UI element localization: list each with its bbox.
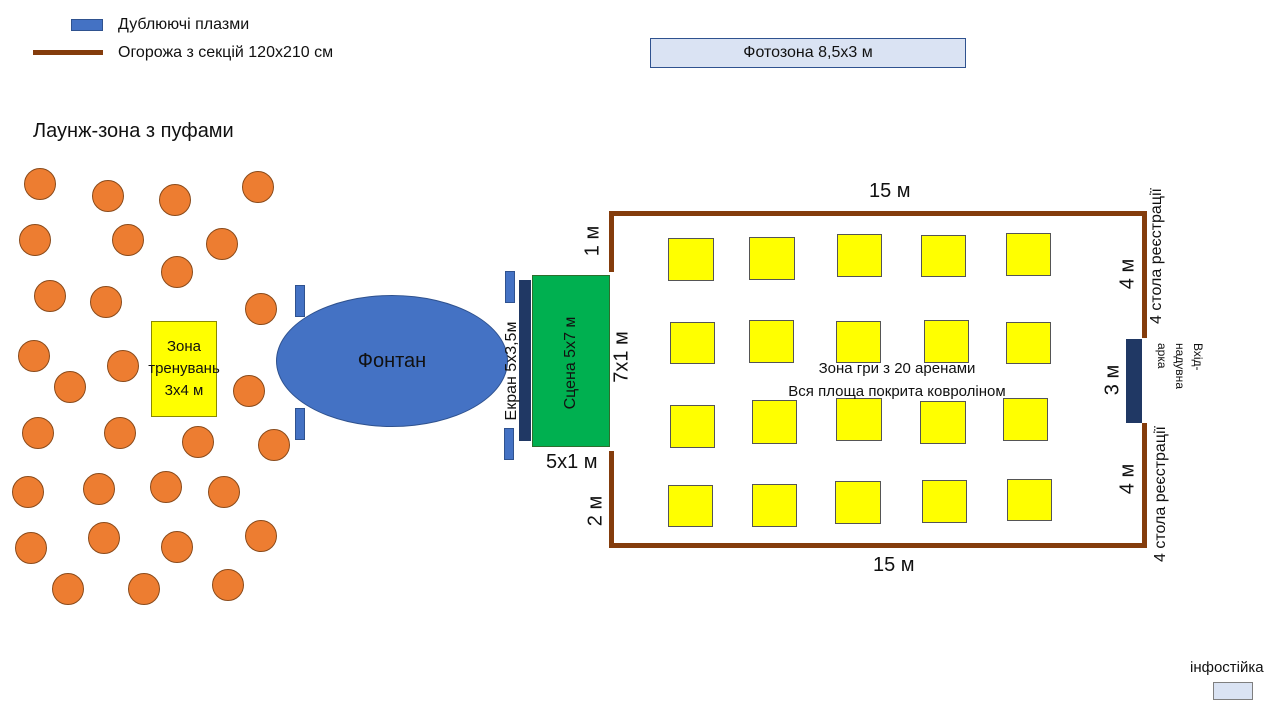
- fountain: Фонтан: [276, 295, 508, 427]
- training-zone-line1: Зона: [166, 338, 202, 356]
- plasma-legend-label: Дублюючі плазми: [118, 16, 250, 33]
- pouf: [34, 280, 66, 312]
- entrance-line1: Вхід-: [1191, 343, 1205, 371]
- registration-top-label: 4 стола реєстрації: [1148, 188, 1165, 324]
- arena: [1006, 322, 1051, 364]
- stage-size-right: 7х1 м: [610, 331, 633, 383]
- dimension-left-top: 1 м: [581, 225, 604, 257]
- arena: [837, 234, 882, 277]
- pouf: [159, 184, 191, 216]
- pouf: [83, 473, 115, 505]
- plasma-screen: [505, 271, 515, 303]
- arena: [752, 484, 797, 527]
- pouf: [242, 171, 274, 203]
- fence-right-top: [1142, 211, 1147, 338]
- pouf: [104, 417, 136, 449]
- training-zone-line3: 3х4 м: [164, 381, 204, 399]
- pouf: [19, 224, 51, 256]
- pouf: [92, 180, 124, 212]
- pouf: [128, 573, 160, 605]
- pouf: [233, 375, 265, 407]
- pouf: [161, 256, 193, 288]
- pouf: [54, 371, 86, 403]
- fountain-label: Фонтан: [357, 349, 427, 372]
- main-screen: [519, 280, 531, 441]
- dimension-right-bottom: 4 м: [1116, 463, 1139, 495]
- arena: [921, 235, 966, 277]
- photo-zone: Фотозона 8,5х3 м: [650, 38, 966, 68]
- pouf: [22, 417, 54, 449]
- arena: [1007, 479, 1052, 521]
- fence-left-top: [609, 211, 614, 272]
- training-zone: Зона тренувань 3х4 м: [148, 321, 220, 417]
- dimension-top: 15 м: [869, 180, 911, 202]
- pouf: [52, 573, 84, 605]
- fence-legend-swatch: [33, 50, 103, 55]
- arena: [836, 398, 882, 441]
- stage-size-bottom: 5х1 м: [546, 451, 598, 473]
- pouf: [161, 531, 193, 563]
- plasma-screen: [295, 408, 305, 440]
- registration-bottom-label: 4 стола реєстрації: [1152, 426, 1169, 562]
- lounge-zone-title: Лаунж-зона з пуфами: [33, 120, 234, 142]
- pouf: [88, 522, 120, 554]
- dimension-bottom: 15 м: [873, 554, 915, 576]
- pouf: [150, 471, 182, 503]
- arena: [668, 485, 713, 527]
- dimension-right-top: 4 м: [1116, 258, 1139, 290]
- fence-left-bottom: [609, 451, 614, 548]
- pouf: [212, 569, 244, 601]
- pouf: [24, 168, 56, 200]
- plasma-screen: [295, 285, 305, 317]
- pouf: [258, 429, 290, 461]
- game-zone-label: Зона гри з 20 аренами Вся площа покрита …: [752, 358, 1042, 403]
- plasma-screen: [504, 428, 514, 460]
- arena: [836, 321, 881, 363]
- training-zone-line2: тренувань: [148, 360, 220, 378]
- stage: [532, 275, 610, 447]
- plasma-legend-swatch: [71, 19, 103, 31]
- photo-zone-label: Фотозона 8,5х3 м: [743, 44, 873, 61]
- info-stand-label: інфостійка: [1190, 659, 1264, 676]
- pouf: [90, 286, 122, 318]
- arena: [749, 237, 795, 280]
- fence-legend-label: Огорожа з секцій 120х210 см: [118, 44, 334, 61]
- arena: [835, 481, 881, 524]
- pouf: [112, 224, 144, 256]
- arena: [922, 480, 967, 523]
- game-zone-line2: Вся площа покрита ковроліном: [788, 382, 1006, 400]
- dimension-right-middle: 3 м: [1101, 364, 1124, 396]
- fence-right-bottom: [1142, 423, 1147, 548]
- pouf: [107, 350, 139, 382]
- arena: [670, 322, 715, 364]
- arena: [749, 320, 794, 363]
- entrance-line3: арка: [1155, 343, 1169, 369]
- arena: [752, 400, 797, 444]
- pouf: [182, 426, 214, 458]
- game-zone-line1: Зона гри з 20 аренами: [818, 360, 976, 377]
- entrance-line2: надувна: [1173, 343, 1187, 389]
- pouf: [208, 476, 240, 508]
- arena: [668, 238, 714, 281]
- arena: [1006, 233, 1051, 276]
- entrance-arch: [1126, 339, 1142, 423]
- arena: [670, 405, 715, 448]
- pouf: [245, 520, 277, 552]
- arena: [1003, 398, 1048, 441]
- arena: [924, 320, 969, 363]
- pouf: [245, 293, 277, 325]
- stage-label: Сцена 5х7 м: [562, 316, 579, 410]
- fence-top: [610, 211, 1147, 216]
- pouf: [18, 340, 50, 372]
- arena: [920, 401, 966, 444]
- fence-bottom: [610, 543, 1147, 548]
- dimension-left-bottom: 2 м: [584, 495, 607, 527]
- pouf: [12, 476, 44, 508]
- pouf: [15, 532, 47, 564]
- screen-label: Екран 5х3,5м: [503, 321, 520, 421]
- pouf: [206, 228, 238, 260]
- info-stand: [1213, 682, 1253, 700]
